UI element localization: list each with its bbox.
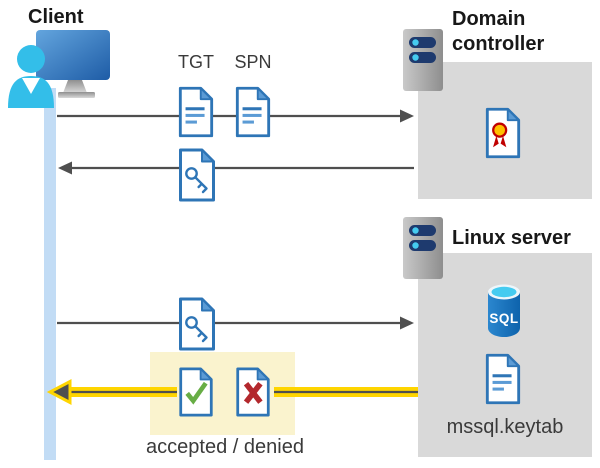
client-lifeline	[44, 88, 56, 460]
keytab-document-icon	[485, 353, 521, 405]
monitor-icon	[36, 30, 110, 98]
denied-document-icon	[236, 367, 270, 417]
tgt-label: TGT	[178, 52, 214, 72]
client-label: Client	[28, 6, 84, 28]
keytab-caption: mssql.keytab	[446, 416, 564, 438]
key-ticket-document-icon	[179, 297, 215, 351]
sql-badge-label: SQL	[489, 311, 518, 326]
result-caption: accepted / denied	[146, 436, 304, 458]
spn-label: SPN	[234, 52, 272, 72]
linux-server-icon	[403, 217, 443, 279]
spn-document-icon	[235, 86, 271, 138]
result-arrow	[46, 379, 418, 405]
sql-database-icon: SQL	[488, 284, 520, 337]
client-computer-icon	[8, 30, 110, 108]
tgt-spn-request-arrow	[57, 109, 414, 123]
domain-controller-server-icon	[403, 29, 443, 91]
ticket-response-arrow	[58, 161, 414, 175]
domain-controller-label: Domain controller	[452, 8, 545, 55]
key-ticket-document-icon	[179, 148, 215, 202]
accepted-document-icon	[179, 367, 213, 417]
certificate-document-icon	[485, 107, 521, 159]
user-icon	[8, 45, 54, 108]
service-ticket-arrow	[57, 316, 414, 330]
linux-server-label: Linux server	[452, 227, 571, 249]
tgt-document-icon	[178, 86, 214, 138]
